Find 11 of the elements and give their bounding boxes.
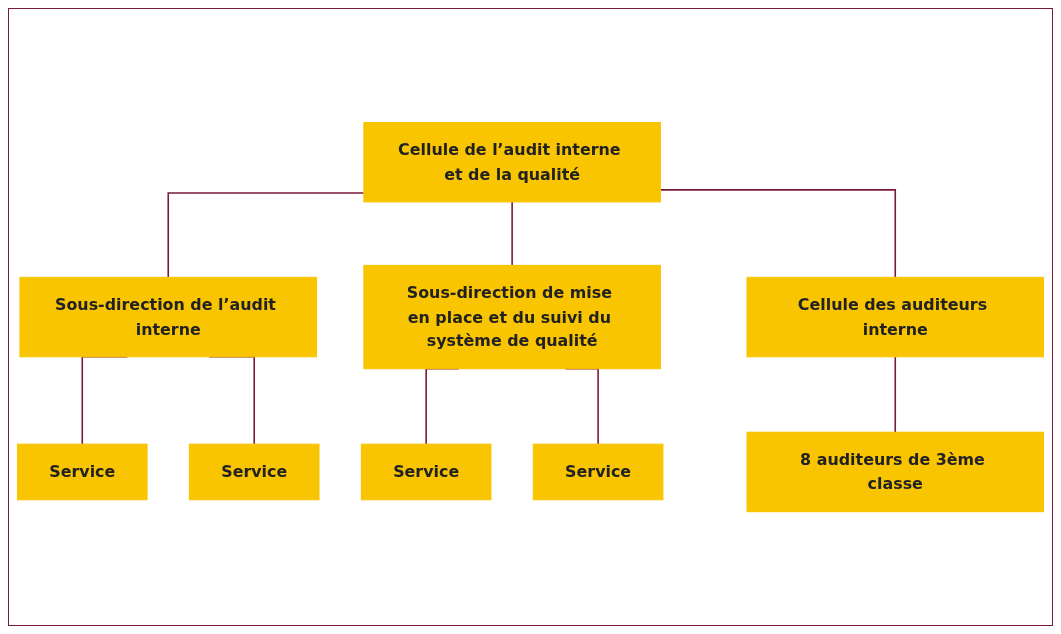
node-box: Sous-direction de mise en place et du suivi du système de qualité: [363, 264, 661, 370]
node-box: Sous-direction de l’audit interne: [19, 276, 318, 358]
node-box: Service: [16, 443, 148, 501]
node-box: Service: [532, 443, 664, 501]
node-box: Cellule des auditeurs interne: [746, 276, 1045, 358]
node-box: Service: [188, 443, 320, 501]
node-box: 8 auditeurs de 3ème classe: [746, 431, 1045, 513]
connector: [894, 355, 897, 433]
connector: [511, 201, 513, 267]
node-box: Cellule de l’audit interne et de la qualité: [363, 121, 661, 203]
node-box: Service: [360, 443, 492, 501]
